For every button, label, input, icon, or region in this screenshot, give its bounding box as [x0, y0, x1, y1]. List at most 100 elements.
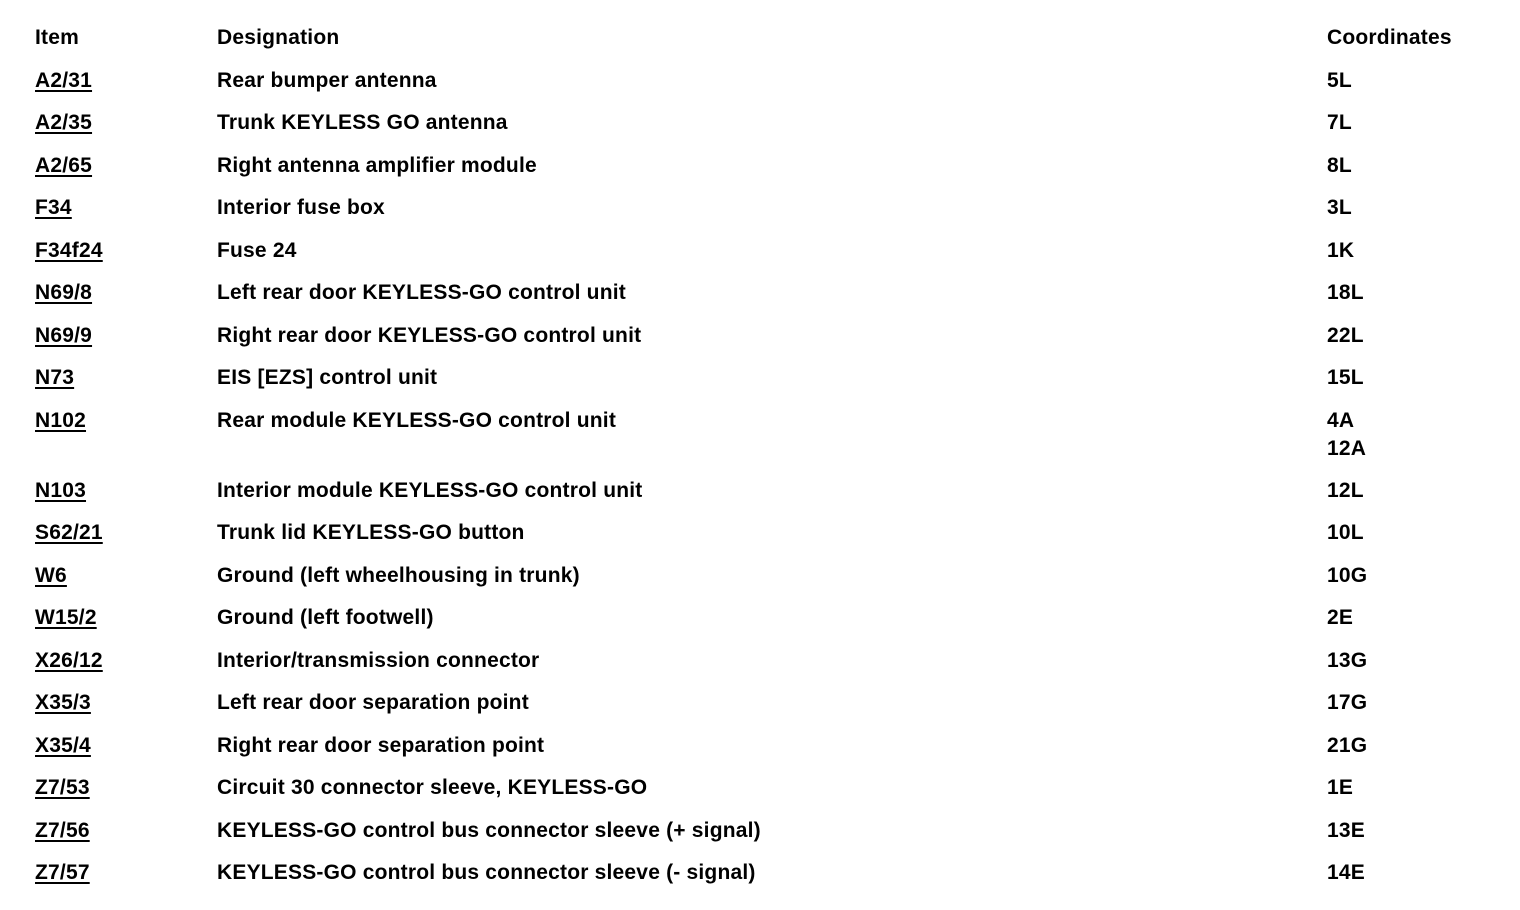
- designation-text: KEYLESS-GO control bus connector sleeve …: [217, 818, 761, 842]
- item-link[interactable]: Z7/57: [35, 861, 90, 884]
- coordinates-cell: 15L: [1327, 357, 1510, 400]
- coordinate-value: 14E: [1327, 861, 1365, 884]
- item-cell: Z7/53: [35, 767, 217, 810]
- item-cell: N73: [35, 357, 217, 400]
- coordinate-value: 4A: [1327, 408, 1355, 432]
- item-link[interactable]: A2/35: [35, 111, 93, 134]
- item-link[interactable]: N69/8: [35, 281, 93, 304]
- table-row: Z7/53 Circuit 30 connector sleeve, KEYLE…: [35, 767, 1510, 810]
- item-link[interactable]: X35/4: [35, 733, 91, 757]
- item-link[interactable]: N73: [35, 366, 75, 389]
- coordinate-value: 7L: [1327, 111, 1352, 134]
- item-link[interactable]: F34f24: [35, 238, 103, 262]
- designation-text: Ground (left wheelhousing in trunk): [217, 563, 580, 587]
- coordinate-value: 2E: [1327, 606, 1354, 629]
- coordinate-value: 1E: [1327, 776, 1354, 799]
- column-header-designation: Designation: [217, 26, 340, 49]
- coordinate-value: 13G: [1327, 648, 1368, 672]
- designation-text: Circuit 30 connector sleeve, KEYLESS-GO: [217, 776, 648, 799]
- coordinates-cell: 17G: [1327, 682, 1510, 725]
- item-link[interactable]: N103: [35, 478, 87, 502]
- item-link[interactable]: X26/12: [35, 648, 103, 672]
- coordinates-cell: 13G: [1327, 640, 1510, 683]
- table-row: W6 Ground (left wheelhousing in trunk) 1…: [35, 555, 1510, 598]
- designation-text: Left rear door KEYLESS-GO control unit: [217, 281, 626, 304]
- item-link[interactable]: A2/31: [35, 68, 93, 92]
- item-cell: F34f24: [35, 230, 217, 273]
- item-link[interactable]: W6: [35, 563, 67, 587]
- coordinate-value: 13E: [1327, 818, 1365, 842]
- designation-text: Interior module KEYLESS-GO control unit: [217, 478, 643, 502]
- table-row: Z7/56 KEYLESS-GO control bus connector s…: [35, 810, 1510, 853]
- item-link[interactable]: Z7/53: [35, 776, 90, 799]
- designation-text: Interior/transmission connector: [217, 648, 540, 672]
- coordinate-value: 1K: [1327, 238, 1355, 262]
- designation-text: Trunk KEYLESS GO antenna: [217, 111, 508, 134]
- item-cell: N69/8: [35, 272, 217, 315]
- item-cell: N103: [35, 470, 217, 513]
- item-cell: W15/2: [35, 597, 217, 640]
- coordinate-value: 10L: [1327, 521, 1364, 544]
- designation-text: Right rear door KEYLESS-GO control unit: [217, 323, 642, 347]
- coordinate-value: 18L: [1327, 281, 1364, 304]
- coordinate-value: 8L: [1327, 153, 1352, 177]
- item-cell: A2/65: [35, 145, 217, 188]
- table-row: X26/12 Interior/transmission connector 1…: [35, 640, 1510, 683]
- coordinates-cell: 2E: [1327, 597, 1510, 640]
- item-link[interactable]: Z7/56: [35, 818, 90, 842]
- designation-text: EIS [EZS] control unit: [217, 366, 438, 389]
- item-cell: N102: [35, 400, 217, 443]
- coordinate-value: 12A: [1327, 436, 1367, 460]
- table-row: N69/8 Left rear door KEYLESS-GO control …: [35, 272, 1510, 315]
- designation-text: Trunk lid KEYLESS-GO button: [217, 521, 525, 544]
- item-cell: W6: [35, 555, 217, 598]
- item-cell: Z7/57: [35, 852, 217, 895]
- item-cell: S62/21: [35, 512, 217, 555]
- designation-text: KEYLESS-GO control bus connector sleeve …: [217, 861, 756, 884]
- coordinate-value: 22L: [1327, 323, 1364, 347]
- coordinates-cell: 5L: [1327, 60, 1510, 103]
- coordinates-cell: 12L: [1327, 470, 1510, 513]
- item-cell: F34: [35, 187, 217, 230]
- coordinate-value: 15L: [1327, 366, 1364, 389]
- table-row: X35/4 Right rear door separation point 2…: [35, 725, 1510, 768]
- designation-text: Left rear door separation point: [217, 691, 529, 714]
- item-cell: X35/3: [35, 682, 217, 725]
- table-row: F34 Interior fuse box 3L: [35, 187, 1510, 230]
- coordinates-cell: 8L: [1327, 145, 1510, 188]
- table-row: F34f24 Fuse 24 1K: [35, 230, 1510, 273]
- coordinates-cell: 14E: [1327, 852, 1510, 895]
- coordinates-cell: 13E: [1327, 810, 1510, 853]
- coordinates-cell: 10L: [1327, 512, 1510, 555]
- column-header-coordinates: Coordinates: [1327, 26, 1452, 49]
- item-link[interactable]: A2/65: [35, 153, 93, 177]
- designation-text: Right rear door separation point: [217, 733, 545, 757]
- designation-text: Rear bumper antenna: [217, 68, 437, 92]
- coordinates-cell: 1K: [1327, 230, 1510, 273]
- table-row: A2/35 Trunk KEYLESS GO antenna 7L: [35, 102, 1510, 145]
- designation-text: Rear module KEYLESS-GO control unit: [217, 408, 617, 432]
- table-body: A2/31 Rear bumper antenna 5L A2/35 Trunk…: [35, 60, 1510, 895]
- table-row: A2/31 Rear bumper antenna 5L: [35, 60, 1510, 103]
- item-link[interactable]: N102: [35, 408, 87, 432]
- item-cell: A2/35: [35, 102, 217, 145]
- coordinates-cell: 7L: [1327, 102, 1510, 145]
- coordinates-cell: 18L: [1327, 272, 1510, 315]
- table-header-row: Item Designation Coordinates: [35, 17, 1510, 60]
- item-link[interactable]: N69/9: [35, 323, 93, 347]
- item-link[interactable]: X35/3: [35, 691, 91, 714]
- item-cell: X26/12: [35, 640, 217, 683]
- table-row: N102 Rear module KEYLESS-GO control unit…: [35, 400, 1510, 470]
- item-link[interactable]: W15/2: [35, 606, 97, 629]
- coordinates-cell: 22L: [1327, 315, 1510, 358]
- table-row: N103 Interior module KEYLESS-GO control …: [35, 470, 1510, 513]
- column-header-item: Item: [35, 26, 79, 49]
- table-row: N73 EIS [EZS] control unit 15L: [35, 357, 1510, 400]
- item-link[interactable]: F34: [35, 196, 72, 219]
- item-link[interactable]: S62/21: [35, 521, 103, 544]
- item-cell: Z7/56: [35, 810, 217, 853]
- table-row: S62/21 Trunk lid KEYLESS-GO button 10L: [35, 512, 1510, 555]
- item-cell: X35/4: [35, 725, 217, 768]
